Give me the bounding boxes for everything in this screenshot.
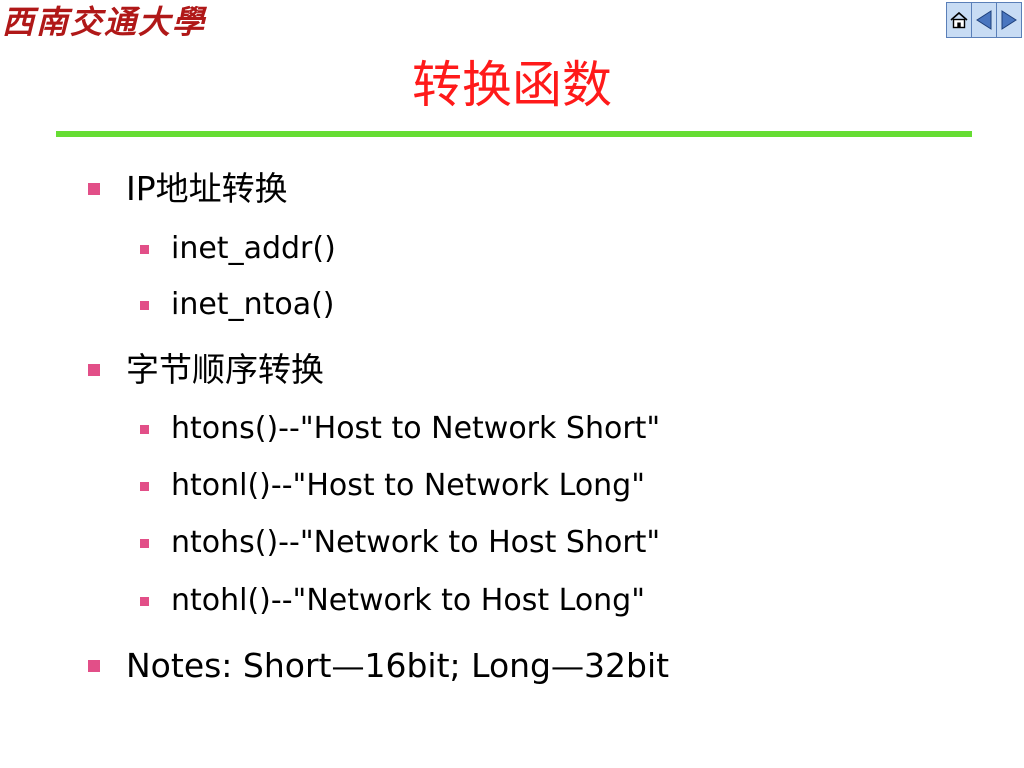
bullet-text: inet_addr() bbox=[171, 231, 336, 266]
sub-bullet-htonl: htonl()--"Host to Network Long" bbox=[140, 466, 645, 506]
nav-buttons bbox=[946, 2, 1022, 38]
sub-bullet-htons: htons()--"Host to Network Short" bbox=[140, 409, 660, 449]
notes-dash: — bbox=[551, 646, 584, 685]
home-button[interactable] bbox=[947, 3, 972, 37]
title-divider bbox=[56, 131, 972, 137]
bullet-byte-order: 字节顺序转换 bbox=[88, 348, 324, 392]
university-logo: 西南交通大學 bbox=[2, 3, 207, 41]
bullet-text: IP地址转换 bbox=[126, 169, 288, 208]
notes-text: Notes: Short—16bit; Long—32bit bbox=[126, 644, 669, 688]
notes-middle: 16bit; Long bbox=[364, 646, 551, 685]
bullet-text: ntohs()--"Network to Host Short" bbox=[171, 525, 661, 560]
sub-bullet-inet-ntoa: inet_ntoa() bbox=[140, 285, 335, 325]
bullet-ip-conversion: IP地址转换 bbox=[88, 167, 288, 211]
bullet-square-icon bbox=[88, 183, 100, 195]
bullet-square-icon bbox=[140, 300, 149, 310]
notes-suffix: 32bit bbox=[584, 646, 670, 685]
triangle-right-icon bbox=[1001, 10, 1017, 30]
bullet-square-icon bbox=[140, 424, 149, 434]
notes-prefix: Notes: Short bbox=[126, 646, 332, 685]
triangle-left-icon bbox=[976, 10, 992, 30]
bullet-square-icon bbox=[140, 481, 149, 491]
bullet-text: ntohl()--"Network to Host Long" bbox=[171, 583, 646, 618]
next-slide-button[interactable] bbox=[997, 3, 1021, 37]
home-icon bbox=[950, 11, 968, 29]
sub-bullet-ntohs: ntohs()--"Network to Host Short" bbox=[140, 523, 660, 563]
bullet-square-icon bbox=[140, 596, 149, 606]
bullet-text: 字节顺序转换 bbox=[126, 350, 324, 389]
bullet-text: htonl()--"Host to Network Long" bbox=[171, 468, 646, 503]
bullet-square-icon bbox=[140, 244, 149, 254]
bullet-notes: Notes: Short—16bit; Long—32bit bbox=[88, 644, 669, 688]
sub-bullet-inet-addr: inet_addr() bbox=[140, 229, 336, 269]
page-title: 转换函数 bbox=[412, 56, 612, 114]
prev-slide-button[interactable] bbox=[972, 3, 997, 37]
bullet-text: htons()--"Host to Network Short" bbox=[171, 411, 661, 446]
bullet-text: inet_ntoa() bbox=[171, 287, 335, 322]
bullet-square-icon bbox=[88, 660, 100, 672]
bullet-square-icon bbox=[88, 364, 100, 376]
bullet-square-icon bbox=[140, 538, 149, 548]
sub-bullet-ntohl: ntohl()--"Network to Host Long" bbox=[140, 581, 645, 621]
notes-dash: — bbox=[331, 646, 365, 685]
